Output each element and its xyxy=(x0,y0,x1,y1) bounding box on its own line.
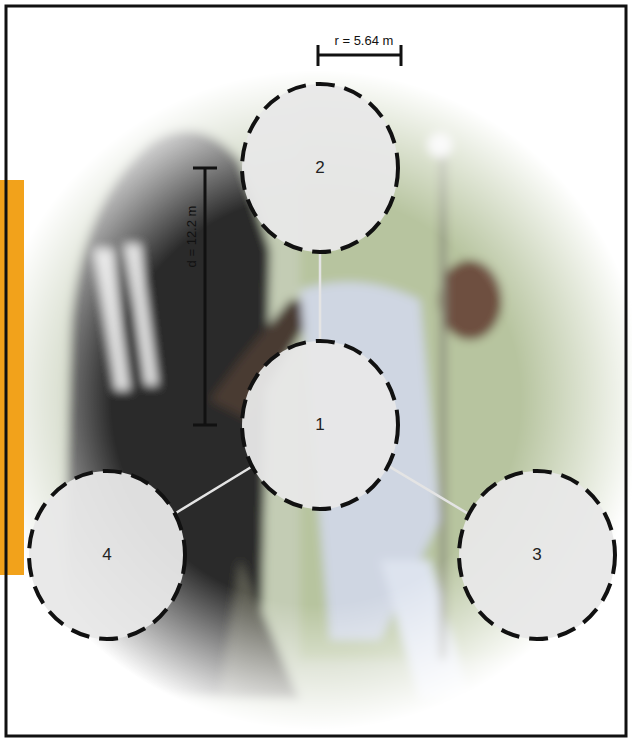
connector-line xyxy=(320,254,321,339)
dashed-circle xyxy=(29,471,185,639)
connector-stroke xyxy=(390,467,467,513)
radius-label: r = 5.64 m xyxy=(335,33,394,48)
distance-label: d = 12.2 m xyxy=(184,205,199,267)
plot-circle: 4 xyxy=(27,469,187,641)
plot-number: 2 xyxy=(315,158,324,178)
plot-number: 3 xyxy=(532,545,541,565)
accent-bar xyxy=(0,180,24,575)
dashed-circle xyxy=(242,84,398,252)
plot-number: 4 xyxy=(102,545,111,565)
radius-bar xyxy=(318,45,401,66)
plot-circle: 1 xyxy=(240,339,400,511)
plot-circle: 2 xyxy=(240,82,400,254)
connector-stroke xyxy=(319,254,322,339)
plot-number: 1 xyxy=(315,415,324,435)
dashed-circle xyxy=(459,471,615,639)
dashed-circle xyxy=(242,341,398,509)
connector-stroke xyxy=(177,467,251,512)
plot-circle: 3 xyxy=(457,469,617,641)
frame xyxy=(6,6,626,736)
connector-line xyxy=(390,467,467,513)
connector-line xyxy=(177,467,251,512)
